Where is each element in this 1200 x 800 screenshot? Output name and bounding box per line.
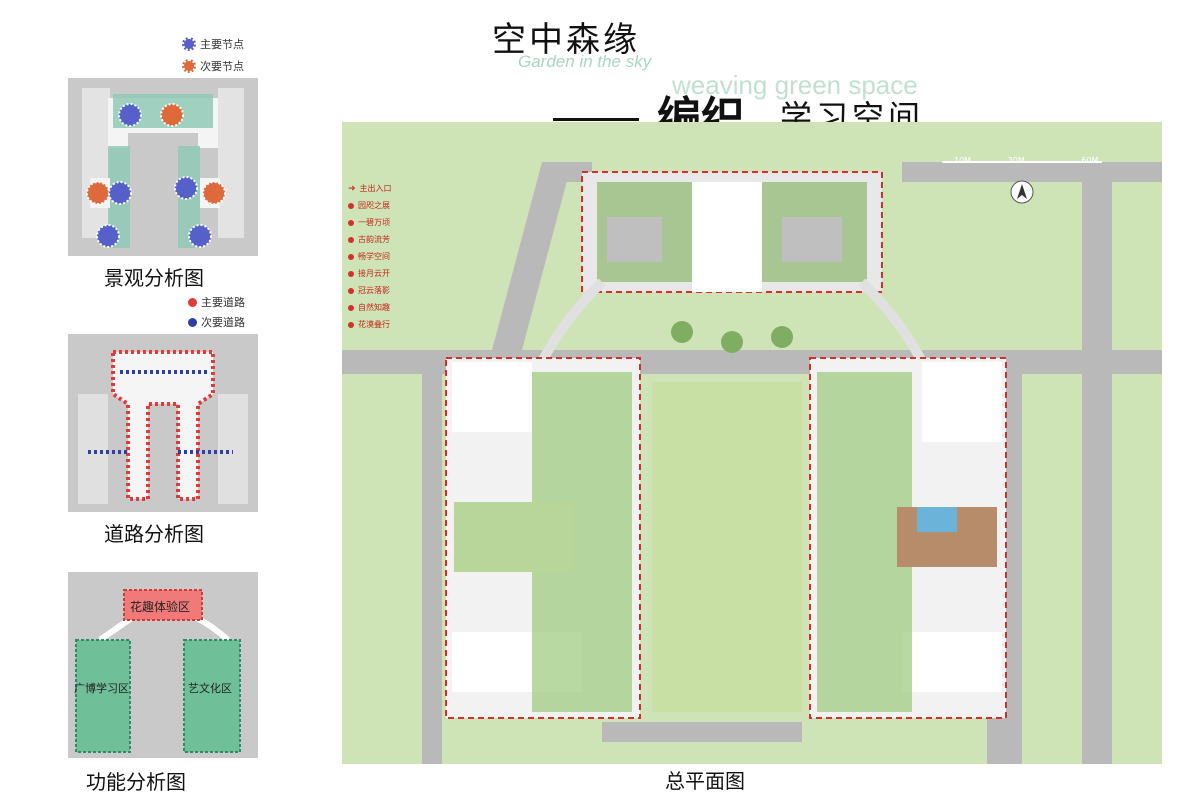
zone-art (183, 639, 241, 753)
road-analysis-label: 道路分析图 (104, 522, 204, 546)
legend-item: 自然知趣 (348, 299, 428, 316)
secondary-road-icon (188, 317, 197, 327)
subtitle-english: weaving green space (672, 70, 918, 100)
page-title: 空中森缘 (492, 20, 640, 60)
road-analysis-panel (68, 334, 258, 512)
zone-study (75, 639, 131, 753)
point-icon (348, 270, 354, 277)
point-icon (348, 304, 354, 311)
scale-bar: 10M 30M 60M (954, 156, 1099, 165)
point-icon (348, 202, 354, 209)
legend-item: 畅学空间 (348, 248, 428, 265)
landscape-diagram (68, 78, 258, 256)
north-arrow-icon (1017, 184, 1027, 199)
landscape-analysis-label: 景观分析图 (104, 266, 204, 290)
zone-study-label: 广博学习区 (74, 682, 129, 695)
legend-item: 接月云开 (348, 265, 428, 282)
legend-item: 园咫之展 (348, 197, 428, 214)
primary-node-icon (182, 37, 196, 51)
legend-item: 一碧万顷 (348, 214, 428, 231)
legend-entrance: ➜主出入口 (348, 183, 392, 194)
site-plan-legend: ➜主出入口 园咫之展 一碧万顷 古韵流芳 畅学空间 接月云开 冠云落影 自然知趣… (348, 180, 428, 333)
title-dash (553, 118, 639, 121)
point-icon (348, 219, 354, 226)
zone-flower (123, 589, 203, 621)
secondary-node-icon (182, 59, 196, 73)
zone-flower-label: 花趣体验区 (130, 600, 191, 614)
legend-primary-road: 主要道路 (188, 294, 245, 310)
legend-secondary-road: 次要道路 (188, 314, 245, 330)
primary-road-icon (188, 297, 197, 307)
arrow-icon: ➜ (348, 183, 356, 194)
legend-item: 冠云落影 (348, 282, 428, 299)
point-icon (348, 236, 354, 243)
legend-secondary-node: 次要节点 (182, 58, 244, 74)
site-plan-drawing (342, 122, 1162, 764)
point-icon (348, 321, 354, 328)
legend-item: 花漠叠行 (348, 316, 428, 333)
point-icon (348, 287, 354, 294)
function-analysis-panel: 花趣体验区 广博学习区 艺文化区 (68, 572, 258, 758)
zone-art-label: 艺文化区 (188, 682, 232, 695)
legend-item: 古韵流芳 (348, 231, 428, 248)
title-english: Garden in the sky (518, 52, 652, 71)
legend-primary-node: 主要节点 (182, 36, 244, 52)
road-diagram (68, 334, 258, 512)
site-plan-label: 总平面图 (665, 769, 745, 793)
site-plan: 10M 30M 60M ➜主出入口 园咫之展 一碧万顷 古韵流芳 畅学空间 接月… (342, 122, 1162, 764)
point-icon (348, 253, 354, 260)
function-diagram (68, 572, 258, 758)
function-analysis-label: 功能分析图 (86, 770, 186, 794)
landscape-analysis-panel (68, 78, 258, 256)
